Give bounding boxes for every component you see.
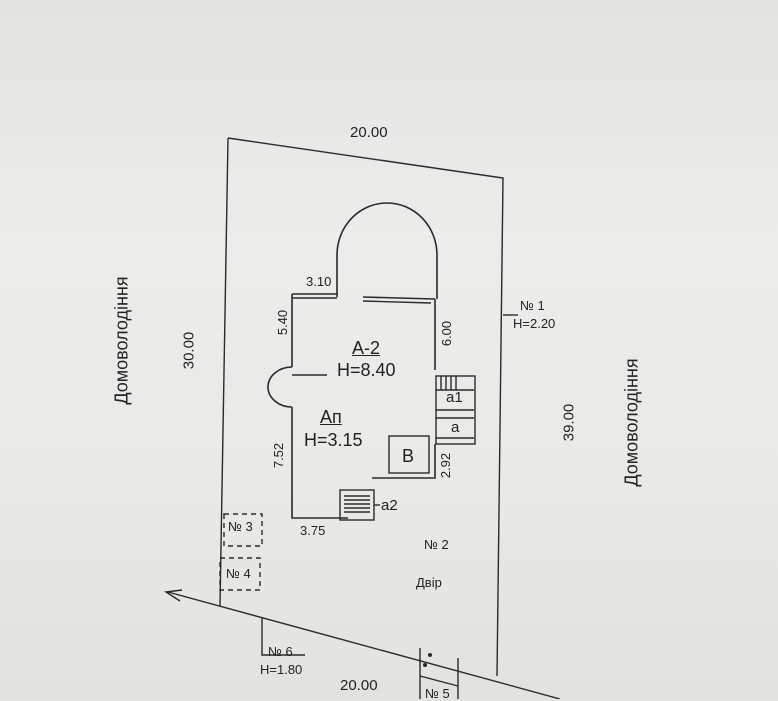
dim-left-depth: 30.00	[180, 331, 198, 370]
dim-house-top: 3.10	[306, 274, 332, 289]
house-outline	[291, 293, 436, 519]
dim-bottom-width: 20.00	[340, 677, 378, 694]
dim-house-right-lower: 2.92	[438, 452, 454, 479]
dim-house-bottom: 3.75	[300, 523, 326, 538]
porch-a1-label: а1	[446, 389, 463, 406]
box-no3	[223, 513, 263, 547]
arrow-head	[163, 589, 183, 602]
main-building-label: А-2	[352, 338, 381, 358]
object-no6-height: Н=1.80	[260, 662, 303, 677]
main-building-height: Н=8.40	[337, 360, 396, 380]
porch-a-label: а	[451, 419, 460, 436]
object-no1-height: Н=2.20	[513, 316, 556, 331]
room-b-label: В	[402, 446, 415, 466]
yard-label: Двір	[416, 575, 442, 590]
object-no2: № 2	[424, 537, 449, 552]
annex-height: Н=3.15	[304, 430, 363, 450]
annex-label: Ап	[320, 407, 342, 427]
box-no5	[419, 648, 459, 699]
lot-boundary	[219, 137, 504, 677]
object-no3: № 3	[228, 519, 253, 534]
object-no5: № 5	[425, 686, 450, 701]
porch-a2-label: а2	[381, 497, 398, 514]
dim-house-right-upper: 6.00	[439, 320, 455, 347]
object-no1: № 1	[520, 298, 545, 313]
box-no4	[219, 557, 261, 591]
dim-right-depth: 39.00	[560, 403, 578, 442]
object-no4: № 4	[226, 566, 251, 581]
dim-house-left-lower: 7.52	[271, 442, 287, 469]
street-line	[167, 591, 561, 699]
no6-leader	[261, 618, 305, 656]
object-no6: № 6	[268, 644, 293, 659]
house-top-double	[292, 297, 432, 304]
left-bay	[267, 366, 293, 408]
neighbor-right: Домоволодіння	[621, 358, 642, 487]
room-b-box	[388, 435, 430, 474]
dim-house-left-upper: 5.40	[275, 309, 291, 336]
neighbor-left: Домоволодіння	[111, 276, 132, 405]
porch-a2-box	[339, 489, 375, 521]
dim-top-width: 20.00	[350, 124, 388, 141]
apse	[336, 202, 438, 299]
